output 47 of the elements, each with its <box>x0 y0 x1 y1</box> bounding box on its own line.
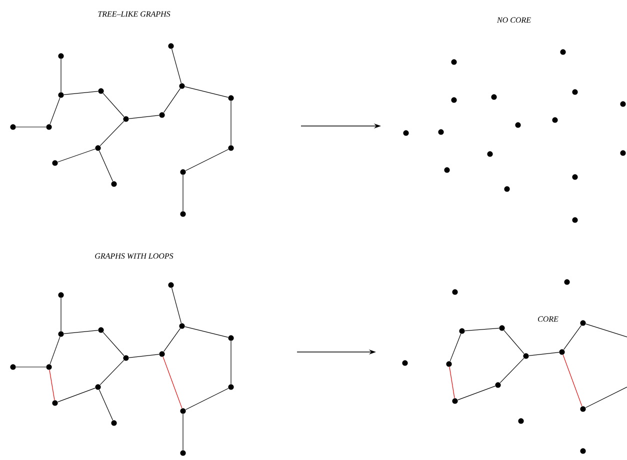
graph-edge <box>504 330 524 354</box>
graph-edge <box>64 91 98 95</box>
graph-edge <box>50 98 60 124</box>
graph-edge <box>60 58 62 92</box>
graph-edge <box>185 388 229 410</box>
graph-edge <box>171 288 182 324</box>
graph-edge <box>64 330 98 334</box>
graph-edge <box>128 115 160 119</box>
graph-edge <box>182 174 184 212</box>
graph-edge <box>230 100 232 146</box>
graph-edge <box>586 324 627 338</box>
graph-edge <box>16 366 46 368</box>
graph-edge <box>449 366 455 398</box>
graph-edge <box>464 328 500 332</box>
graph-edge <box>562 354 582 406</box>
graph-edge <box>128 354 160 358</box>
panel-title: NO CORE <box>496 17 531 23</box>
graph-edge <box>162 356 182 408</box>
graph-edge <box>58 388 96 402</box>
graph-edge <box>102 92 124 118</box>
graph-edge <box>528 352 560 356</box>
graph-edge <box>102 332 124 356</box>
graph-edge <box>172 48 182 84</box>
graph-edge <box>16 126 46 128</box>
graph-edge <box>163 328 181 352</box>
graph-edge <box>500 358 524 384</box>
panel-title: TREE–LIKE GRAPHS <box>98 11 170 17</box>
panel-title: GRAPHS WITH LOOPS <box>95 253 174 259</box>
graph-edge <box>60 298 62 332</box>
graph-edge <box>163 88 181 113</box>
graph-edge <box>185 149 229 171</box>
graph-edge <box>184 86 228 98</box>
graph-edge <box>100 120 124 146</box>
graph-edge <box>50 336 60 364</box>
graph-edge <box>458 386 496 400</box>
panel-title: CORE <box>538 316 558 322</box>
graph-edge <box>182 414 184 450</box>
graph-edge <box>58 148 96 162</box>
graph-edge <box>100 360 124 386</box>
graph-edge <box>98 150 114 182</box>
graph-edge <box>184 326 228 338</box>
graph-edge <box>230 340 232 384</box>
graph-edge <box>49 370 55 400</box>
graph-edge <box>450 333 462 362</box>
graph-edge <box>98 389 114 421</box>
graph-edge <box>563 325 582 350</box>
graph-edge <box>585 386 627 408</box>
